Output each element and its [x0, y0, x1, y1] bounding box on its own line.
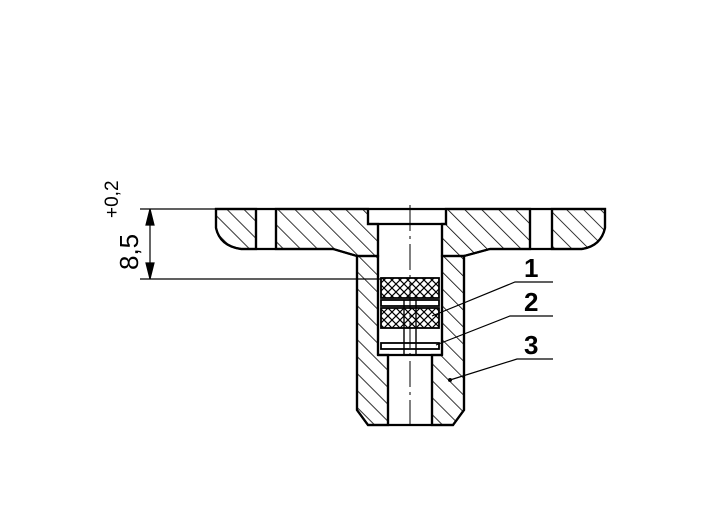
leader-3	[449, 358, 553, 381]
flange-right-inner-section	[440, 207, 532, 258]
leader-1	[431, 281, 553, 317]
part-body	[214, 207, 607, 427]
height-dimension	[140, 208, 381, 280]
dimension-tolerance: +0,2	[102, 180, 123, 218]
leader-2	[435, 315, 553, 346]
arrow-bottom	[145, 262, 155, 280]
leaders	[431, 281, 553, 381]
flange-left-inner-section	[274, 207, 380, 258]
callout-2: 2	[524, 287, 538, 317]
arrow-top	[145, 208, 155, 226]
dimension-value: 8,5	[114, 234, 144, 270]
callout-1: 1	[524, 253, 538, 283]
leader-dot	[448, 378, 452, 382]
bore-recess	[366, 209, 448, 226]
callout-3: 3	[524, 330, 538, 360]
flange-left-section	[214, 207, 258, 251]
flange-right-section	[550, 207, 607, 251]
